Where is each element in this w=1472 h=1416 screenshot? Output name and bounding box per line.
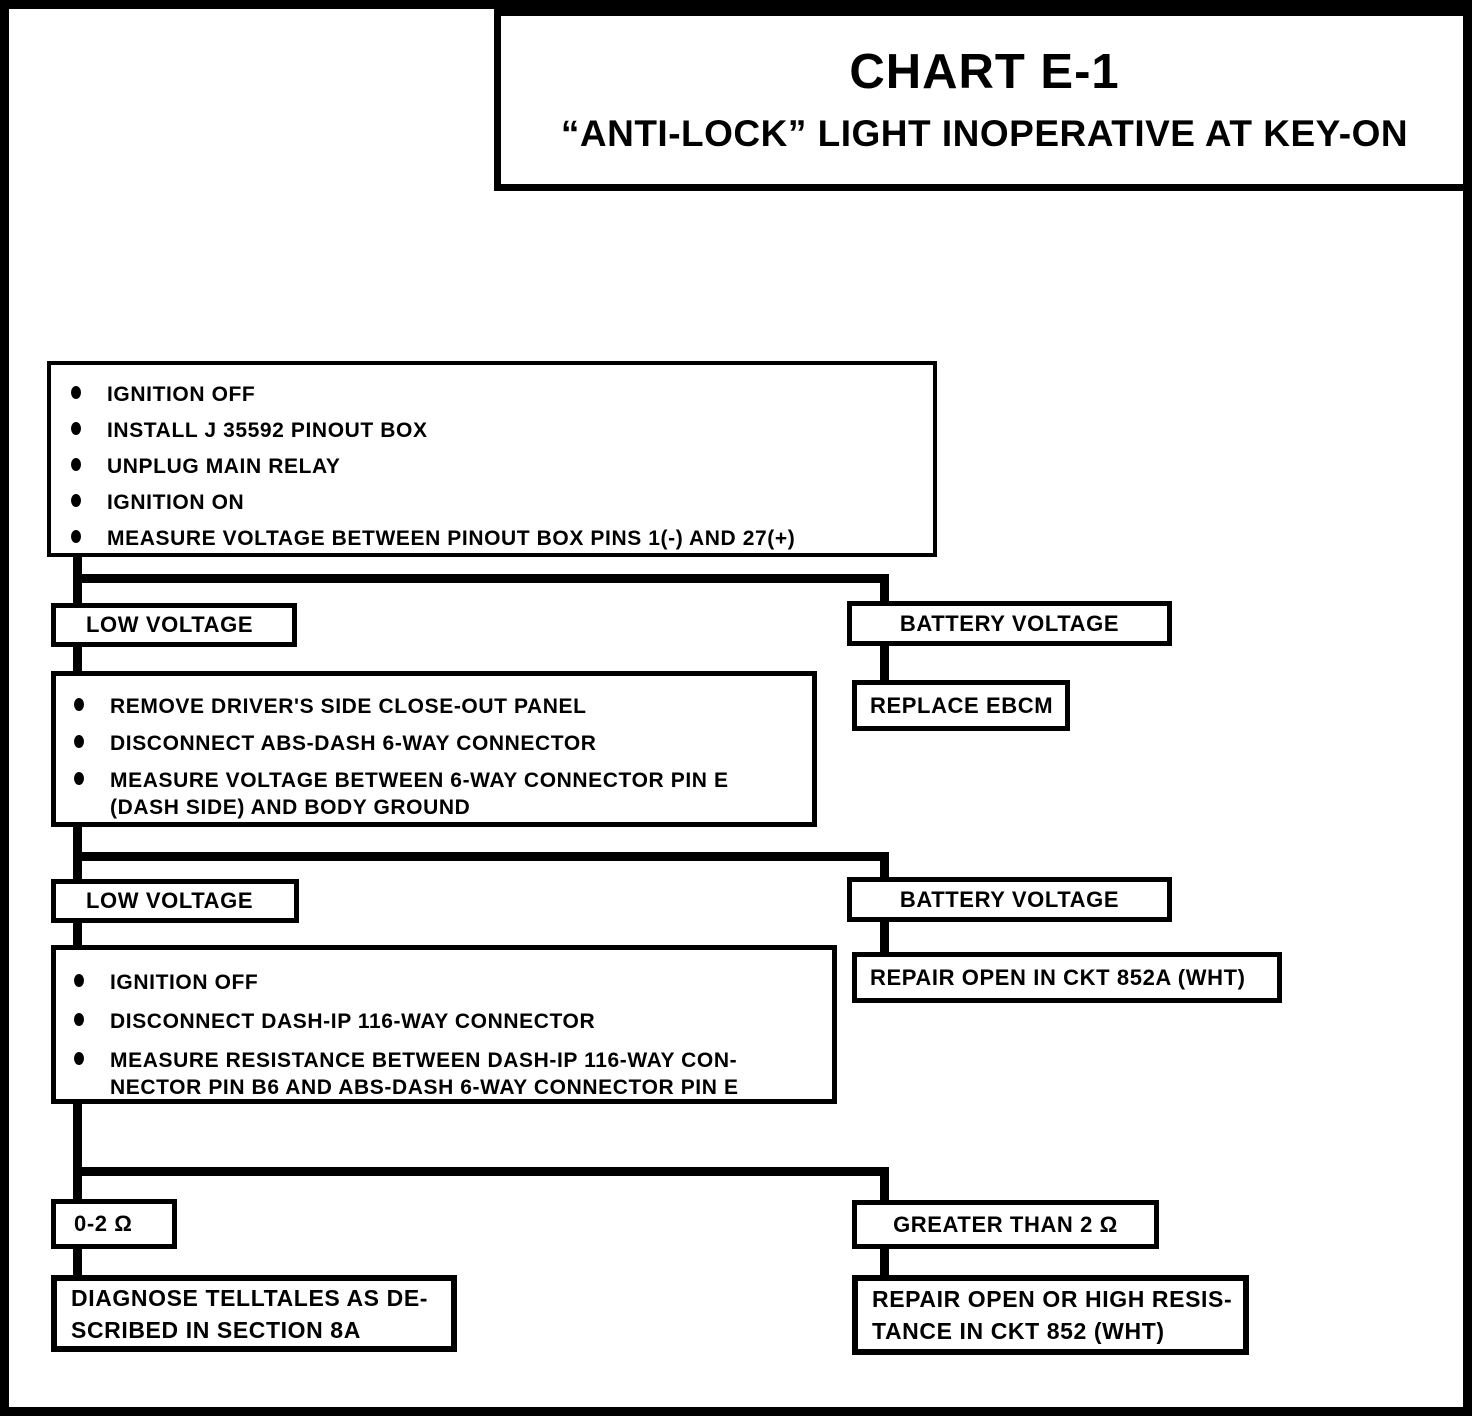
connector-line xyxy=(880,644,889,686)
step3-bullet-2: DISCONNECT DASH-IP 116-WAY CONNECTOR xyxy=(74,1008,814,1035)
connector-line xyxy=(73,852,889,861)
step2-bullet-2: DISCONNECT ABS-DASH 6-WAY CONNECTOR xyxy=(74,730,794,757)
bullet-icon xyxy=(74,1013,84,1026)
step1-box: IGNITION OFF INSTALL J 35592 PINOUT BOX … xyxy=(47,361,937,557)
resistance-low-box: 0-2 Ω xyxy=(51,1199,177,1249)
bullet-icon xyxy=(74,1052,84,1065)
connector-line xyxy=(880,574,889,608)
connector-line xyxy=(880,852,889,884)
bullet-icon xyxy=(74,698,84,711)
resistance-high-box: GREATER THAN 2 Ω xyxy=(852,1200,1159,1249)
step2-bullet-3: MEASURE VOLTAGE BETWEEN 6-WAY CONNECTOR … xyxy=(74,767,794,821)
connector-line xyxy=(880,920,889,958)
title-box: CHART E-1 “ANTI-LOCK” LIGHT INOPERATIVE … xyxy=(494,9,1463,191)
low-voltage-2-box: LOW VOLTAGE xyxy=(51,879,299,923)
repair-open-ckt852-box: REPAIR OPEN OR HIGH RESIS- TANCE IN CKT … xyxy=(852,1275,1249,1355)
connector-line xyxy=(73,1102,82,1204)
step1-bullet-4: IGNITION ON xyxy=(71,489,913,516)
step1-bullet-1: IGNITION OFF xyxy=(71,381,913,408)
step1-bullet-3: UNPLUG MAIN RELAY xyxy=(71,453,913,480)
bullet-icon xyxy=(71,386,81,399)
step3-bullet-3: MEASURE RESISTANCE BETWEEN DASH-IP 116-W… xyxy=(74,1047,814,1101)
bullet-icon xyxy=(74,974,84,987)
bullet-icon xyxy=(74,735,84,748)
connector-line xyxy=(73,574,889,583)
connector-line xyxy=(73,1247,82,1281)
low-voltage-1-box: LOW VOLTAGE xyxy=(51,603,297,647)
diagnose-telltales-box: DIAGNOSE TELLTALES AS DE- SCRIBED IN SEC… xyxy=(51,1275,457,1352)
step1-bullet-5: MEASURE VOLTAGE BETWEEN PINOUT BOX PINS … xyxy=(71,525,913,552)
battery-voltage-1-box: BATTERY VOLTAGE xyxy=(847,601,1172,646)
bullet-icon xyxy=(71,494,81,507)
connector-line xyxy=(880,1167,889,1205)
repair-open-ckt852a-box: REPAIR OPEN IN CKT 852A (WHT) xyxy=(852,952,1282,1003)
step2-bullet-1: REMOVE DRIVER'S SIDE CLOSE-OUT PANEL xyxy=(74,693,794,720)
bullet-icon xyxy=(71,422,81,435)
bullet-icon xyxy=(71,458,81,471)
bullet-icon xyxy=(74,772,84,785)
bullet-icon xyxy=(71,530,81,543)
connector-line xyxy=(73,921,82,951)
step2-box: REMOVE DRIVER'S SIDE CLOSE-OUT PANEL DIS… xyxy=(51,671,817,827)
step3-bullet-1: IGNITION OFF xyxy=(74,969,814,996)
step3-box: IGNITION OFF DISCONNECT DASH-IP 116-WAY … xyxy=(51,945,837,1104)
step1-bullet-2: INSTALL J 35592 PINOUT BOX xyxy=(71,417,913,444)
connector-line xyxy=(73,645,82,677)
connector-line xyxy=(73,1167,889,1176)
replace-ebcm-box: REPLACE EBCM xyxy=(852,680,1070,731)
chart-title: CHART E-1 xyxy=(849,45,1120,99)
chart-subtitle: “ANTI-LOCK” LIGHT INOPERATIVE AT KEY-ON xyxy=(560,113,1409,154)
connector-line xyxy=(880,1247,889,1281)
battery-voltage-2-box: BATTERY VOLTAGE xyxy=(847,877,1172,922)
